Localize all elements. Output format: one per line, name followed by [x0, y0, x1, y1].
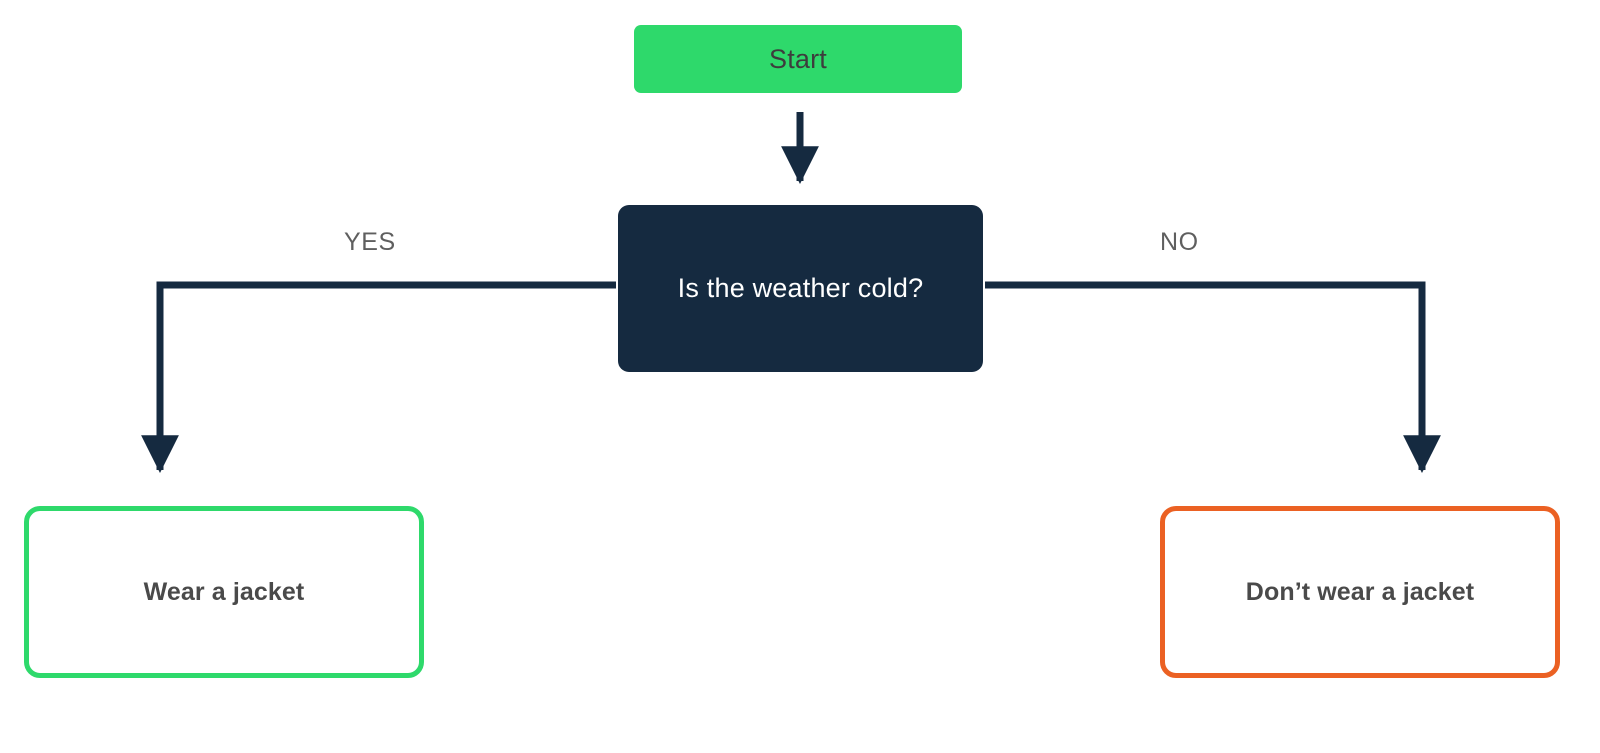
node-decision-weather-cold[interactable]: Is the weather cold? [618, 205, 983, 372]
node-outcome-wear-jacket-label: Wear a jacket [143, 577, 305, 606]
node-outcome-dont-wear-jacket[interactable]: Don’t wear a jacket [1160, 506, 1560, 678]
edge-decision-to-dont-wear-jacket [985, 281, 1441, 474]
node-outcome-dont-wear-jacket-label: Don’t wear a jacket [1245, 577, 1475, 606]
edge-label-yes: YES [344, 228, 396, 256]
edge-decision-to-wear-jacket [141, 281, 616, 474]
node-outcome-wear-jacket[interactable]: Wear a jacket [24, 506, 424, 678]
node-start-label: Start [768, 43, 828, 74]
node-decision-label: Is the weather cold? [677, 273, 924, 303]
edge-label-no: NO [1160, 228, 1199, 256]
node-start[interactable]: Start [634, 25, 962, 93]
